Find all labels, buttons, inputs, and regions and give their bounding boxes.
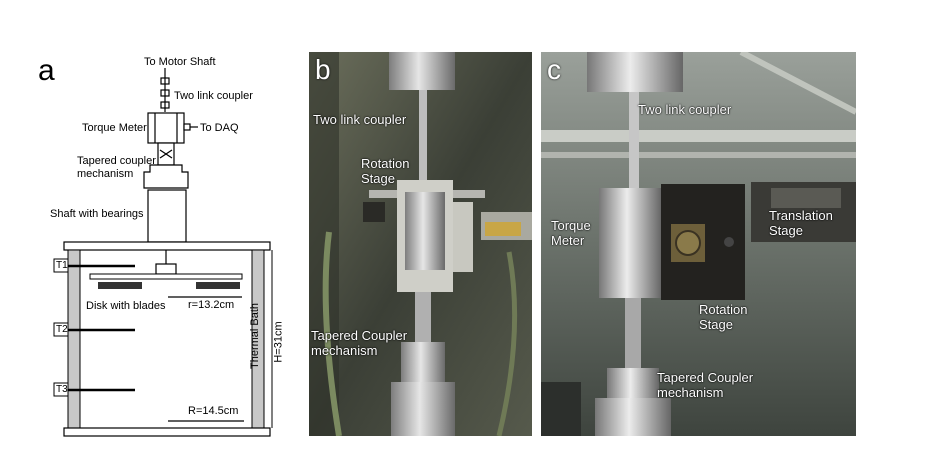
label-tapered-coupler: Tapered coupler bbox=[77, 155, 156, 167]
panel-c-label-mechanism: mechanism bbox=[657, 385, 724, 400]
panel-a-letter: a bbox=[38, 54, 55, 87]
panel-b-label-tapered-coupler: Tapered Coupler bbox=[311, 328, 408, 343]
panel-c-label-rotation-stage: Stage bbox=[699, 317, 733, 332]
panel-c-illustration bbox=[541, 52, 856, 436]
label-t3: T3 bbox=[56, 384, 68, 395]
panel-c-label-translation: Translation bbox=[769, 208, 833, 223]
label-to-motor-shaft: To Motor Shaft bbox=[144, 56, 216, 68]
panel-b-label-rotation: Rotation bbox=[361, 156, 410, 171]
disk-with-blades-drawing bbox=[89, 273, 243, 289]
label-height: H=31cm bbox=[272, 321, 285, 363]
panel-c-photo: c Two link coupler Torque Meter Translat… bbox=[541, 52, 856, 436]
panel-c-label-meter: Meter bbox=[551, 233, 585, 248]
thermocouple-tags bbox=[53, 258, 69, 397]
label-disk-radius: r=13.2cm bbox=[188, 299, 235, 311]
tank-bottom bbox=[63, 427, 271, 437]
label-to-daq: To DAQ bbox=[200, 122, 239, 134]
label-tapered-mechanism: mechanism bbox=[77, 168, 134, 180]
panel-b-photo: b Two link coupler Rotation Stage Tapere… bbox=[309, 52, 532, 436]
label-thermal-bath: Thermal Bath bbox=[249, 302, 262, 370]
label-t1: T1 bbox=[56, 260, 68, 271]
label-disk-with-blades: Disk with blades bbox=[86, 300, 166, 312]
panel-b-label-stage: Stage bbox=[361, 171, 395, 186]
thermocouple-probes bbox=[66, 264, 135, 392]
thermal-bath-left-wall bbox=[67, 249, 81, 429]
panel-b-label-two-link-coupler: Two link coupler bbox=[313, 112, 407, 127]
panel-c-label-tapered-coupler: Tapered Coupler bbox=[657, 370, 754, 385]
torque-meter-drawing bbox=[147, 112, 198, 144]
panel-c-label-translation-stage: Stage bbox=[769, 223, 803, 238]
panel-b-letter: b bbox=[315, 54, 331, 85]
label-tank-radius: R=14.5cm bbox=[188, 405, 239, 417]
bearing-housing-drawing bbox=[147, 189, 187, 243]
panel-b-label-mechanism: mechanism bbox=[311, 343, 378, 358]
panel-c-letter: c bbox=[547, 54, 561, 85]
two-link-coupler-drawing bbox=[160, 68, 170, 112]
tapered-coupler-drawing bbox=[143, 142, 189, 189]
label-torque-meter: Torque Meter bbox=[82, 122, 147, 134]
tank-lid bbox=[63, 241, 271, 251]
panel-b-illustration bbox=[309, 52, 532, 436]
label-two-link-coupler: Two link coupler bbox=[174, 90, 253, 102]
panel-c-label-rotation: Rotation bbox=[699, 302, 748, 317]
label-shaft-with-bearings: Shaft with bearings bbox=[50, 208, 144, 220]
label-t2: T2 bbox=[56, 324, 68, 335]
panel-c-label-torque: Torque bbox=[551, 218, 591, 233]
panel-c-label-two-link-coupler: Two link coupler bbox=[638, 102, 732, 117]
